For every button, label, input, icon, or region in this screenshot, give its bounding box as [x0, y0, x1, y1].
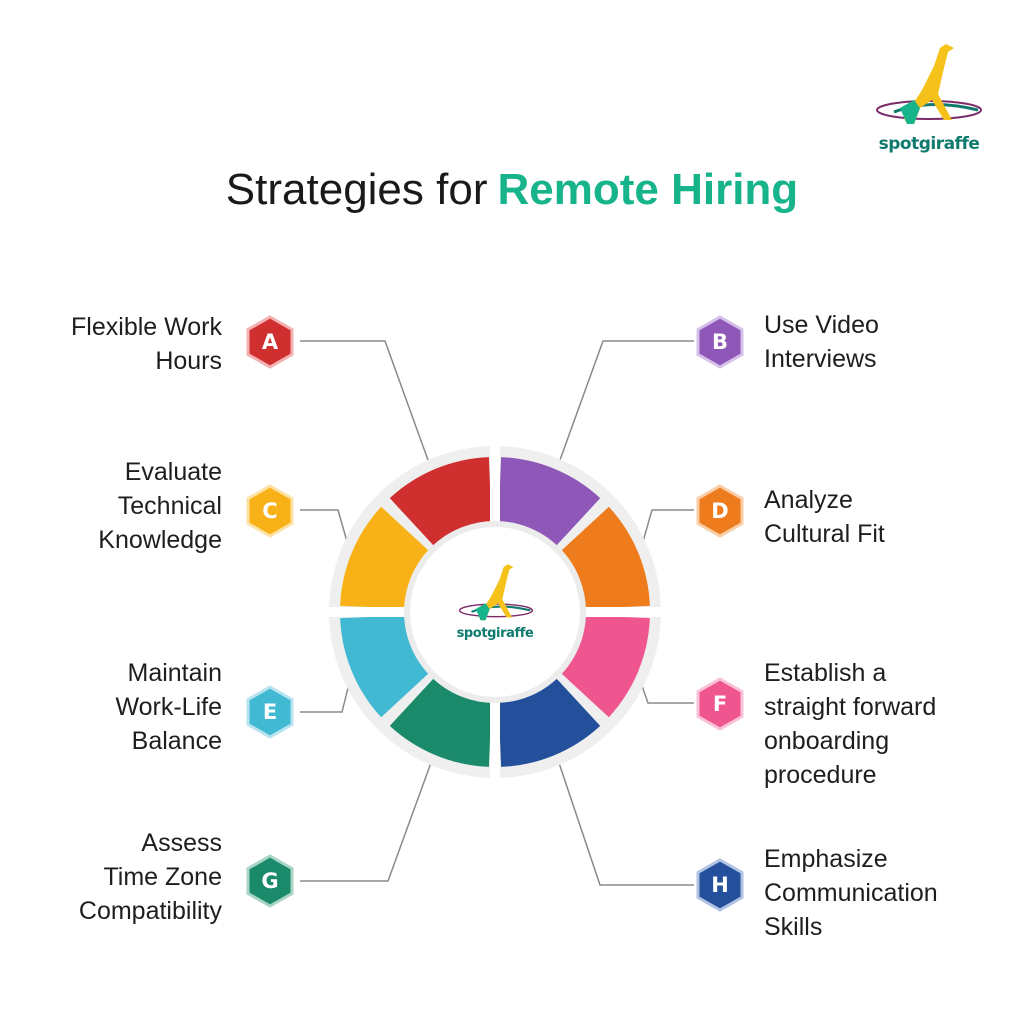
hexagon-f-icon	[696, 677, 744, 731]
label-line: Balance	[131, 727, 222, 755]
hexagon-d-icon	[696, 484, 744, 538]
strategy-label-c: Evaluate Technical Knowledge	[98, 455, 222, 557]
label-line: Compatibility	[78, 897, 222, 925]
connector-f	[639, 679, 694, 704]
connector-e	[300, 679, 351, 713]
wheel-segment-h	[498, 678, 601, 767]
hexagon-a-icon	[246, 315, 294, 369]
wheel-segment-e	[340, 615, 429, 718]
hexagon-e-icon	[246, 685, 294, 739]
badge-b: B	[693, 315, 747, 369]
badge-a: A	[243, 315, 297, 369]
wheel-segment-b	[498, 457, 601, 546]
badge-letter: G	[261, 869, 279, 893]
label-line: Establish a	[764, 659, 887, 687]
title-accent: Remote Hiring	[497, 165, 799, 214]
label-line: onboarding	[764, 727, 890, 755]
connector-g	[300, 759, 433, 882]
brand-logo: spotgiraffe	[864, 38, 994, 163]
wheel-segment-d	[561, 506, 650, 609]
badge-letter: E	[262, 700, 278, 724]
label-line: Time Zone	[103, 863, 222, 891]
label-line: Use Video	[764, 311, 879, 339]
strategy-label-h: Emphasize Communication Skills	[764, 842, 938, 944]
label-line: Communication	[764, 879, 938, 907]
label-line: straight forward	[764, 693, 937, 721]
hexagon-c-icon	[246, 484, 294, 538]
center-brand-name: spotgiraffe	[456, 626, 534, 641]
label-line: Technical	[117, 492, 222, 520]
connector-h	[557, 759, 694, 886]
connector-a	[300, 340, 429, 461]
label-line: Assess	[141, 829, 222, 857]
label-line: Emphasize	[764, 845, 888, 873]
giraffe-icon-center	[458, 564, 534, 621]
giraffe-icon	[876, 44, 982, 124]
strategy-label-f: Establish a straight forward onboarding …	[764, 656, 936, 792]
connector-d	[639, 509, 694, 553]
badge-f: F	[693, 677, 747, 731]
badge-letter: A	[261, 330, 279, 354]
wheel-segment-c	[340, 506, 429, 609]
brand-name: spotgiraffe	[878, 134, 980, 154]
wheel-segment-g	[389, 678, 492, 767]
hexagon-g-icon	[246, 854, 294, 908]
strategy-label-d: Analyze Cultural Fit	[764, 483, 885, 551]
label-line: Evaluate	[124, 458, 222, 486]
badge-letter: B	[711, 330, 728, 354]
badge-letter: C	[262, 499, 278, 523]
wheel-segment-f	[561, 615, 650, 718]
label-line: Hours	[155, 347, 222, 375]
badge-d: D	[693, 484, 747, 538]
badge-letter: D	[711, 499, 729, 523]
badge-e: E	[243, 685, 297, 739]
label-line: Work-Life	[115, 693, 222, 721]
connector-b	[559, 340, 694, 461]
badge-c: C	[243, 484, 297, 538]
strategy-label-a: Flexible Work Hours	[71, 310, 222, 378]
connector-c	[300, 509, 351, 553]
hexagon-h-icon	[696, 858, 744, 912]
strategy-label-e: Maintain Work-Life Balance	[115, 656, 222, 758]
wheel-center-circle	[404, 521, 586, 703]
title-prefix: Strategies for	[225, 165, 488, 214]
label-line: Analyze	[764, 486, 853, 514]
label-line: Skills	[764, 913, 823, 941]
strategy-label-b: Use Video Interviews	[764, 308, 879, 376]
label-line: Cultural Fit	[764, 520, 885, 548]
badge-letter: H	[711, 873, 729, 897]
wheel-segment-a	[389, 457, 492, 546]
badge-g: G	[243, 854, 297, 908]
badge-letter: F	[712, 692, 728, 716]
label-line: Knowledge	[98, 526, 222, 554]
label-line: procedure	[764, 761, 877, 789]
hexagon-b-icon	[696, 315, 744, 369]
center-logo: spotgiraffe	[440, 560, 550, 660]
label-line: Interviews	[764, 345, 877, 373]
label-line: Flexible Work	[71, 313, 222, 341]
badge-h: H	[693, 858, 747, 912]
strategy-label-g: Assess Time Zone Compatibility	[79, 826, 222, 928]
label-line: Maintain	[127, 659, 223, 687]
